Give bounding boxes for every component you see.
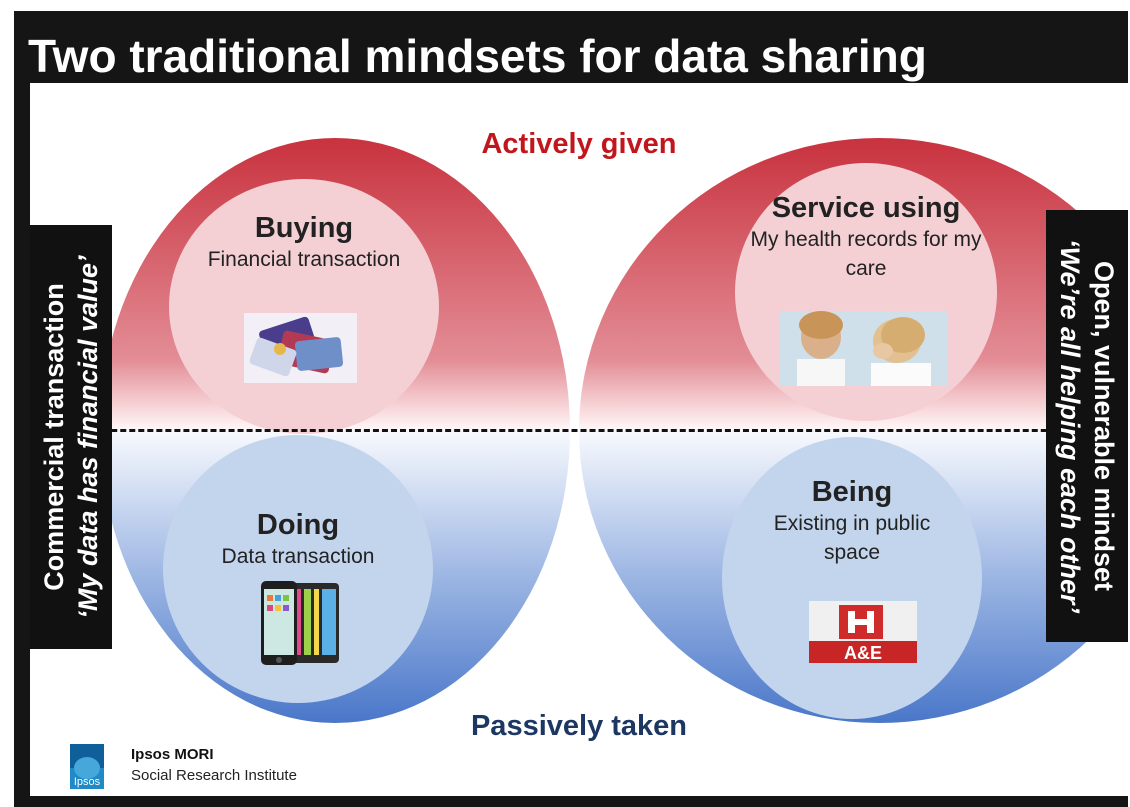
active-passive-divider [30,429,1128,432]
logo-subtitle: Social Research Institute [131,767,297,784]
axis-label-passive: Passively taken [470,710,688,742]
diagram-canvas: Actively given Passively taken Buying Fi… [30,83,1128,796]
quadrant-subtitle: My health records for my care [750,228,982,280]
quadrant-subtitle: Existing in public space [773,512,931,564]
axis-label-active: Actively given [481,128,677,160]
left-side-quote: ‘My data has financial value’ [73,255,103,619]
left-side-text: Commercial transaction ‘My data has fina… [37,255,105,618]
quadrant-subtitle: Data transaction [221,545,375,568]
quadrant-subtitle: Financial transaction [207,248,401,271]
credit-cards-icon [244,313,357,383]
doctor-patient-icon [779,311,947,386]
quadrant-buying: Buying Financial transaction [169,179,439,434]
right-side-label: Open, vulnerable mindset [1089,260,1119,592]
ipsos-logo-icon: Ipsos [70,744,104,789]
quadrant-title: Buying [254,212,354,244]
logo-mark-text: Ipsos [74,776,101,788]
right-side-quote: ‘We’re all helping each other’ [1055,238,1085,614]
slide-title: Two traditional mindsets for data sharin… [28,30,927,82]
left-side-panel: Commercial transaction ‘My data has fina… [30,225,112,649]
quadrant-title: Being [811,476,893,508]
left-side-label: Commercial transaction [39,283,69,591]
logo-name: Ipsos MORI [131,746,214,763]
quadrant-title: Doing [256,509,340,541]
smartphones-icon [261,581,339,665]
quadrant-service-using: Service using My health records for my c… [735,163,997,421]
quadrant-doing: Doing Data transaction [163,435,433,703]
right-side-panel: Open, vulnerable mindset ‘We’re all help… [1046,210,1128,642]
quadrant-being: Being Existing in public space A&E [722,437,982,719]
hospital-ae-sign-icon: A&E [809,601,917,663]
right-side-text: Open, vulnerable mindset ‘We’re all help… [1053,239,1121,613]
quadrant-title: Service using [771,192,961,224]
svg-text:A&E: A&E [844,643,882,663]
